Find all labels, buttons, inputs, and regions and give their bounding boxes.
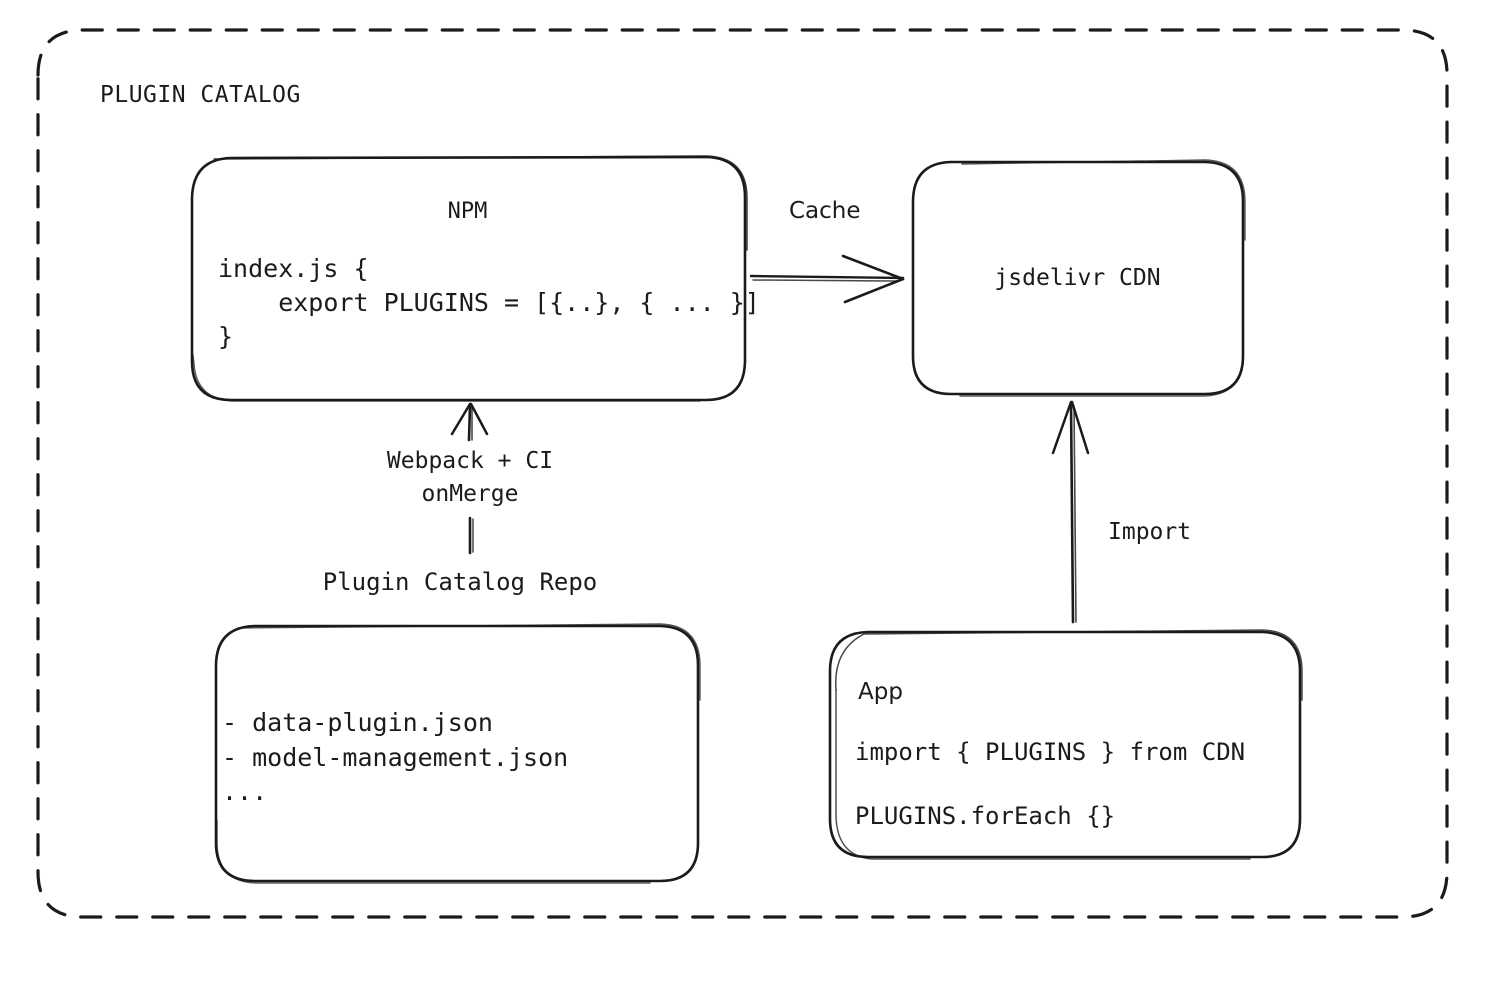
npm-node-title: NPM [447, 199, 488, 224]
webpack-ci-edge-label: Webpack + CI onMerge [386, 448, 554, 507]
app-node-title: App [858, 679, 903, 705]
app-node-import-line: import { PLUGINS } from CDN [855, 738, 1246, 766]
cdn-node-title: jsdelivr CDN [994, 265, 1161, 291]
import-edge-label: Import [1108, 519, 1192, 545]
repo-node-caption: Plugin Catalog Repo [322, 568, 598, 596]
npm-node-code: index.js { export PLUGINS = [{..}, { ...… [218, 254, 760, 351]
cache-arrow-shape [749, 254, 905, 304]
app-node-foreach-line: PLUGINS.forEach {} [855, 802, 1116, 830]
repo-node-file-list: - data-plugin.json - model-management.js… [222, 708, 569, 806]
cache-edge-label: Cache [789, 198, 861, 224]
page-title: PLUGIN CATALOG [100, 82, 301, 108]
import-arrow-shape [1051, 400, 1090, 624]
